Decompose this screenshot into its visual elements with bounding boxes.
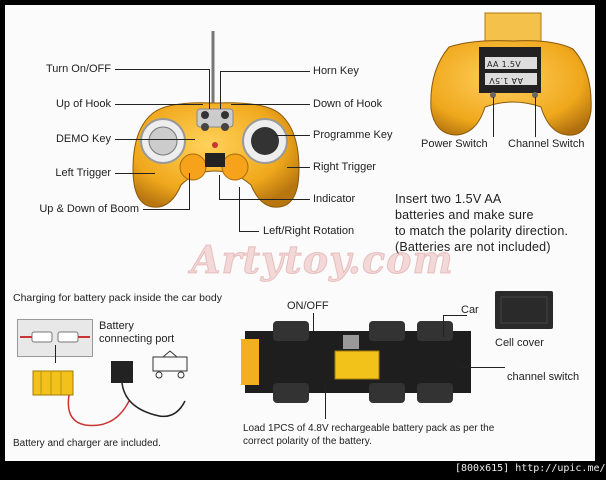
label-demo-key: DEMO Key [55, 133, 111, 145]
charger-illustration [32, 350, 188, 427]
label-left-right-rotation: Left/Right Rotation [263, 225, 355, 237]
label-up-of-hook: Up of Hook [55, 98, 111, 110]
label-programme-key: Programme Key [313, 129, 393, 141]
cell-bottom-label: AA 1.5V [489, 76, 524, 85]
port-label-line2: connecting port [99, 333, 175, 345]
label-indicator: Indicator [313, 193, 356, 205]
label-car: Car [461, 304, 479, 316]
cell-top-label: AA 1.5V [487, 60, 522, 69]
watermark: Artytoy.com [191, 237, 454, 283]
label-right-trigger: Right Trigger [313, 161, 376, 173]
load-instruction-line1: Load 1PCS of 4.8V rechargeable battery p… [243, 423, 495, 434]
battery-note-line: to match the polarity direction. [395, 224, 569, 238]
label-cell-cover: Cell cover [495, 337, 544, 349]
charging-title: Charging for battery pack inside the car… [13, 292, 222, 304]
label-channel-switch: Channel Switch [508, 138, 585, 150]
battery-note-line: batteries and make sure [395, 208, 534, 222]
label-horn-key: Horn Key [313, 65, 359, 77]
battery-note-line: (Batteries are not included) [395, 240, 551, 254]
port-label-line1: Battery [99, 320, 134, 332]
label-turn-on-off: Turn On/OFF [46, 63, 111, 75]
label-up-down-boom: Up & Down of Boom [39, 203, 139, 215]
label-left-trigger: Left Trigger [55, 167, 111, 179]
battery-note-line: Insert two 1.5V AA [395, 192, 502, 206]
battery-note: Insert two 1.5V AA batteries and make su… [395, 191, 595, 255]
label-car-channel-switch: channel switch [507, 371, 580, 383]
controller-back-illustration [430, 12, 592, 136]
instruction-sheet: Turn On/OFF Up of Hook DEMO Key Left Tri… [5, 5, 595, 461]
image-source-footer: [800x615] http://upic.me/ [455, 463, 606, 474]
car-chassis-illustration [241, 321, 471, 403]
controller-illustration [132, 31, 300, 208]
label-power-switch: Power Switch [421, 138, 488, 150]
label-down-of-hook: Down of Hook [313, 98, 383, 110]
charger-included-note: Battery and charger are included. [13, 438, 161, 449]
cell-cover-illustration [495, 291, 553, 329]
label-car-on-off: ON/OFF [287, 300, 329, 312]
load-instruction-line2: correct polarity of the battery. [243, 436, 372, 447]
